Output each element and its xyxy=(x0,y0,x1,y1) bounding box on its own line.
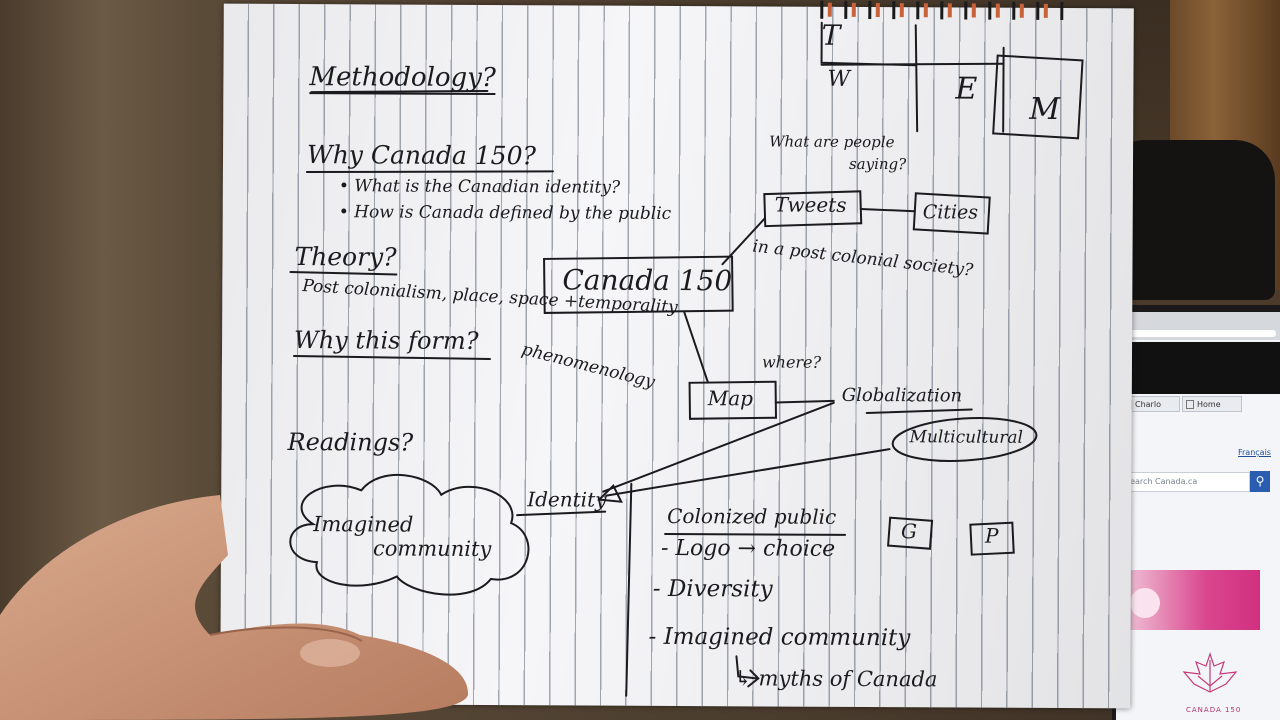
list-item-diversity: - Diversity xyxy=(652,575,773,603)
browser-toolbar xyxy=(1116,312,1280,340)
tab-1-label: Charlo xyxy=(1135,400,1161,409)
identity-text: Identity xyxy=(527,487,607,512)
p-box-label: P xyxy=(985,523,999,548)
colonized-public-heading: Colonized public xyxy=(667,503,837,529)
bullet-2-text: How is Canada defined by the public xyxy=(354,202,672,224)
maple-leaf-logo-small xyxy=(1130,588,1160,618)
bullet-2: • How is Canada defined by the public xyxy=(338,202,672,224)
header-e: E xyxy=(955,71,978,107)
globalization-text: Globalization xyxy=(841,384,963,407)
spiral-binding xyxy=(820,0,1064,21)
francais-link: Français xyxy=(1238,448,1271,457)
myths-text: ↳ myths of Canada xyxy=(734,666,938,692)
browser-tab-2: Home xyxy=(1182,396,1242,412)
bullet-1: • What is the Canadian identity? xyxy=(338,176,621,198)
screen-search-input: Search Canada.ca xyxy=(1120,472,1250,492)
tweets-box-label: Tweets xyxy=(774,192,847,217)
theory-heading: Theory? xyxy=(294,241,397,272)
methodology-heading: Methodology? xyxy=(309,62,496,96)
header-w: W xyxy=(827,66,851,92)
bullet-1-text: What is the Canadian identity? xyxy=(354,176,621,198)
where-text: where? xyxy=(761,352,822,372)
screen-search-button: ⚲ xyxy=(1250,471,1270,492)
tab-2-label: Home xyxy=(1197,400,1221,409)
browser-url-bar xyxy=(1120,330,1276,337)
g-box-label: G xyxy=(901,519,918,544)
canada-150-text: CANADA 150 xyxy=(1186,706,1242,714)
header-t: T xyxy=(821,18,841,52)
sketch-lines xyxy=(289,21,1084,697)
canada-150-box-label: Canada 150 xyxy=(562,263,733,298)
tab-page-icon xyxy=(1186,400,1194,409)
cities-box-label: Cities xyxy=(922,201,979,224)
people-saying-2: saying? xyxy=(848,154,907,174)
hand xyxy=(0,495,469,720)
header-m: M xyxy=(1029,91,1061,128)
readings-heading: Readings? xyxy=(287,427,414,457)
browser-dark-area xyxy=(1116,342,1280,394)
list-item-logo: - Logo → choice xyxy=(660,535,836,562)
notebook: Methodology? T W E M Why Canada 150? • W… xyxy=(220,0,1134,709)
why-canada-heading: Why Canada 150? xyxy=(306,140,537,171)
why-form-heading: Why this form? xyxy=(294,325,479,355)
multicultural-text: Multicultural xyxy=(909,427,1024,448)
office-chair xyxy=(1105,140,1275,300)
canada-150-maple-logo xyxy=(1182,652,1238,693)
people-saying-1: What are people xyxy=(769,132,895,152)
search-icon: ⚲ xyxy=(1255,474,1265,488)
map-box-label: Map xyxy=(707,386,754,411)
list-item-imagined: - Imagined community xyxy=(648,623,911,652)
monitor-screen: Charlo Home Français Search Canada.ca ⚲ … xyxy=(1116,312,1280,720)
